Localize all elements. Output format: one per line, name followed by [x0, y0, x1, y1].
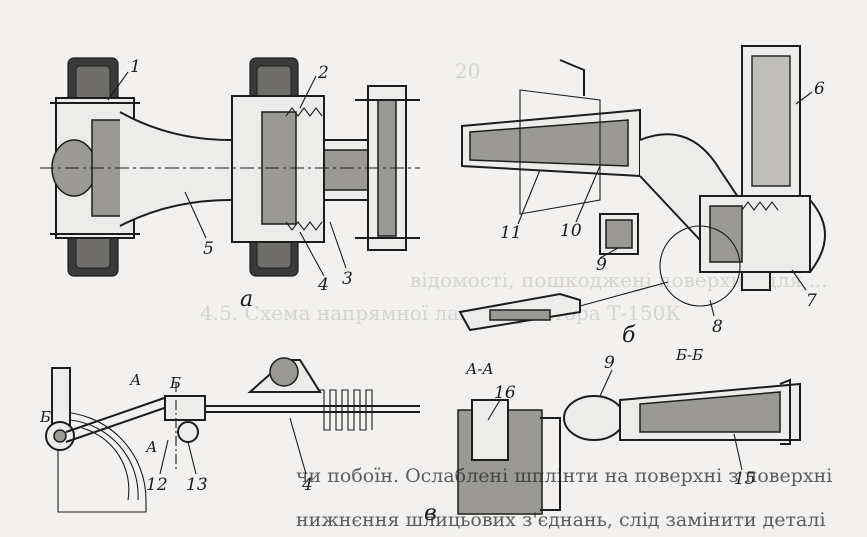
section-title-aa: А-А: [465, 360, 494, 378]
marker-b-left: Б: [169, 374, 181, 392]
label-4: 4: [317, 275, 329, 295]
page-text-line-1: чи побоїн. Ослаблені шплінти на поверхні…: [296, 465, 832, 487]
ghost-caption: 4.5. Схема напрямної ланки трактора Т-15…: [200, 301, 681, 325]
marker-b-right: Б: [39, 408, 51, 426]
subfigure-v: в: [424, 501, 437, 526]
spring-bellows: [318, 389, 373, 431]
label-4-linkage: 4: [301, 475, 313, 495]
assembly-a: 1 2 5 3 4 а: [40, 57, 420, 312]
section-title-bb: Б-Б: [675, 346, 703, 364]
label-9-section: 9: [604, 353, 615, 373]
label-5: 5: [203, 239, 214, 259]
subfigure-a: а: [240, 287, 253, 312]
marker-a-bottom: А: [145, 438, 157, 456]
page-text-line-2: нижнєння шлицьових з'єднань, слід заміни…: [296, 509, 826, 531]
detail-circle: [659, 225, 741, 307]
label-8: 8: [712, 317, 723, 337]
label-6: 6: [814, 79, 825, 99]
assembly-v: 12 13 4 16 9 15 А А Б Б А-А Б-Б в: [39, 346, 801, 526]
section-bb-eye: [563, 395, 625, 441]
subfigure-b: б: [622, 323, 636, 348]
label-2: 2: [317, 63, 329, 83]
marker-a-top: А: [129, 371, 141, 389]
label-7: 7: [806, 291, 817, 311]
label-11: 11: [500, 223, 522, 243]
label-3: 3: [342, 269, 353, 289]
assembly-b: 6 11 10 9 7 8 б: [458, 45, 826, 348]
ghost-line-1: 20: [455, 59, 480, 83]
label-13: 13: [186, 475, 208, 495]
label-9: 9: [596, 255, 607, 275]
label-1: 1: [130, 57, 141, 77]
label-12: 12: [146, 475, 168, 495]
label-10: 10: [560, 221, 582, 241]
link-13: [164, 395, 206, 421]
quadrant: [57, 411, 147, 513]
label-15: 15: [734, 469, 756, 489]
label-16: 16: [494, 383, 516, 403]
